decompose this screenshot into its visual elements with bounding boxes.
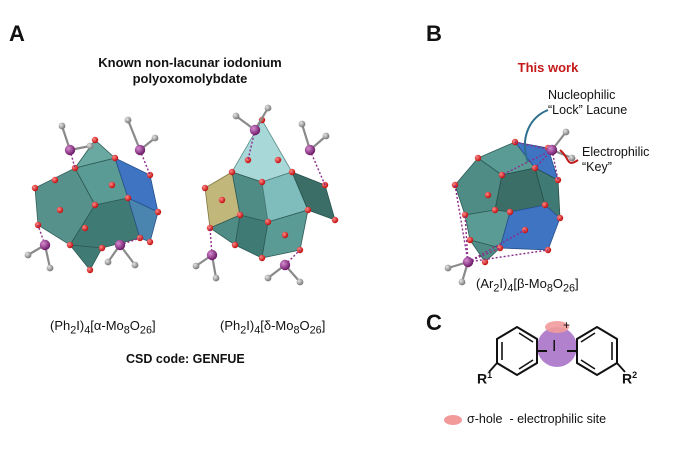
octahedron-blue (499, 204, 561, 251)
oxygen-atoms (31, 136, 162, 274)
iodine-label: I (552, 338, 557, 355)
oxygen-atoms (201, 116, 339, 262)
alpha-cluster (24, 116, 162, 274)
panel-b-letter: B (426, 21, 442, 46)
beta-formula: (Ar2I)4[β-Mo8O26] (476, 276, 579, 295)
iodonium-cations (24, 116, 159, 272)
iodonium-structure (444, 321, 626, 425)
r1-label: R1 (477, 370, 493, 387)
key-curve (559, 149, 579, 164)
r2-label: R2 (622, 370, 638, 387)
sigma-hole-legend-swatch (444, 415, 462, 425)
iodonium-cations (192, 104, 330, 286)
panel-a-title-line1: Known non-lacunar iodonium (98, 55, 282, 70)
panel-a-title: Known non-lacunar iodonium polyoxomolybd… (60, 55, 320, 87)
iodine-bubble (537, 327, 577, 367)
octahedron-bottom (69, 244, 103, 271)
beta-cluster (444, 109, 579, 286)
lock-curve (523, 109, 549, 163)
right-phenyl-ring (576, 325, 618, 377)
panel-b-title: This work (517, 60, 579, 75)
panel-c-letter: C (426, 310, 442, 335)
delta-formula: (Ph2I)4[δ-Mo8O26] (220, 318, 326, 337)
nucleophilic-label: Nucleophilic “Lock” Lacune (548, 88, 628, 117)
csd-code: CSD code: GENFUE (126, 352, 245, 366)
iodonium-cations (444, 128, 576, 286)
octahedron-top (74, 139, 116, 169)
sigma-hole-legend: σ-hole - electrophilic site (467, 412, 607, 426)
alpha-formula: (Ph2I)4[α-Mo8O26] (50, 318, 156, 337)
panel-a-letter: A (9, 21, 25, 46)
octahedron-light (231, 119, 293, 183)
electrophilic-label: Electrophilic “Key” (582, 145, 650, 174)
delta-cluster (192, 104, 339, 286)
sigma-hole (545, 321, 569, 333)
panel-a-title-line2: polyoxomolybdate (132, 71, 248, 86)
left-phenyl-ring (496, 325, 538, 377)
octahedron (209, 214, 241, 246)
positive-charge: + (563, 318, 571, 332)
octahedron (469, 239, 501, 263)
